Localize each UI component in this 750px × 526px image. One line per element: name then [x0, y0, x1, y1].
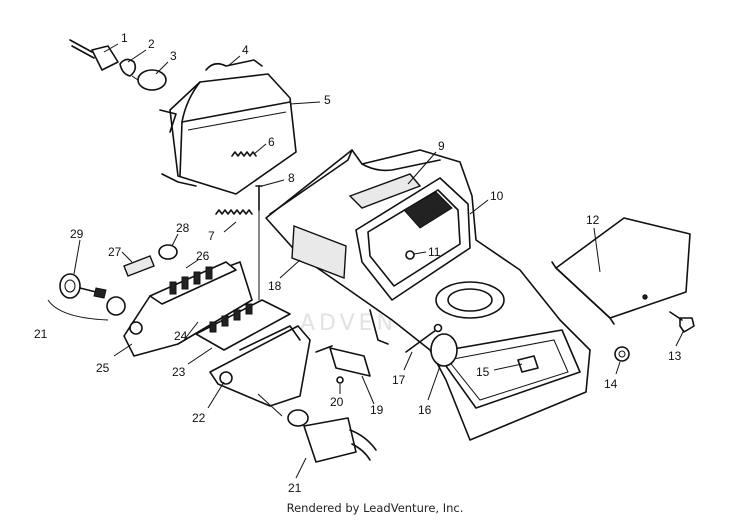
callout-23: 23 [172, 365, 186, 379]
decal-9 [348, 173, 422, 209]
leader-lines [47, 43, 685, 479]
ring-29 [59, 273, 81, 299]
callout-15: 15 [476, 365, 490, 379]
callout-3: 3 [170, 49, 177, 63]
callout-19: 19 [370, 403, 384, 417]
callout-1: 1 [121, 31, 128, 45]
grommet-28 [158, 244, 178, 260]
render-credit: Rendered by LeadVenture, Inc. [286, 501, 464, 515]
callout-26: 26 [196, 249, 210, 263]
knob-13 [679, 317, 695, 333]
callout-24: 24 [174, 329, 188, 343]
console-assembly [265, 149, 591, 441]
callout-12: 12 [586, 213, 600, 227]
screw-11 [405, 250, 415, 260]
callout-4: 4 [242, 43, 249, 57]
callout-2: 2 [148, 37, 155, 51]
console-body [265, 149, 591, 441]
callout-28: 28 [176, 221, 190, 235]
callout-7: 7 [208, 229, 215, 243]
connector-plug [91, 45, 119, 71]
callout-14: 14 [604, 377, 618, 391]
callout-6: 6 [268, 135, 275, 149]
ignition-recess [435, 281, 505, 319]
spring-lower [215, 209, 253, 215]
decal-18 [291, 225, 347, 279]
callout-17: 17 [392, 373, 406, 387]
switch-block-26 [169, 266, 213, 295]
callout-22: 22 [192, 411, 206, 425]
callout-16: 16 [418, 403, 432, 417]
callout-18: 18 [268, 279, 282, 293]
side-panel-assembly [551, 217, 695, 362]
headlight-bulb [137, 69, 167, 91]
grommet-16 [430, 333, 458, 367]
callout-10: 10 [490, 189, 504, 203]
bezel-shadow [403, 191, 453, 229]
cover-22 [209, 325, 311, 407]
headlight-housing [169, 73, 297, 195]
switch-19 [329, 347, 371, 377]
callout-labels: 1 2 3 4 5 6 7 8 9 10 11 12 13 14 15 16 1… [34, 31, 682, 495]
side-panel-12 [555, 217, 691, 319]
spring-upper [231, 151, 257, 157]
socket-21 [303, 417, 357, 463]
washer-14 [614, 346, 630, 362]
screw-20 [336, 376, 344, 384]
callout-29: 29 [70, 227, 84, 241]
headlight-assembly [69, 39, 297, 300]
callout-27: 27 [108, 245, 122, 259]
callout-21-lower: 21 [288, 481, 302, 495]
switch-15 [517, 355, 539, 373]
decal-27 [123, 255, 155, 277]
bulb-socket [119, 58, 137, 77]
callout-9: 9 [438, 139, 445, 153]
callout-21-left: 21 [34, 327, 48, 341]
callout-11: 11 [428, 245, 441, 259]
callout-20: 20 [330, 395, 344, 409]
callout-13: 13 [668, 349, 682, 363]
callout-5: 5 [324, 93, 331, 107]
callout-8: 8 [288, 171, 295, 185]
switch-block-23 [209, 303, 253, 333]
callout-25: 25 [96, 361, 110, 375]
switch-bracket-assembly [59, 244, 377, 463]
